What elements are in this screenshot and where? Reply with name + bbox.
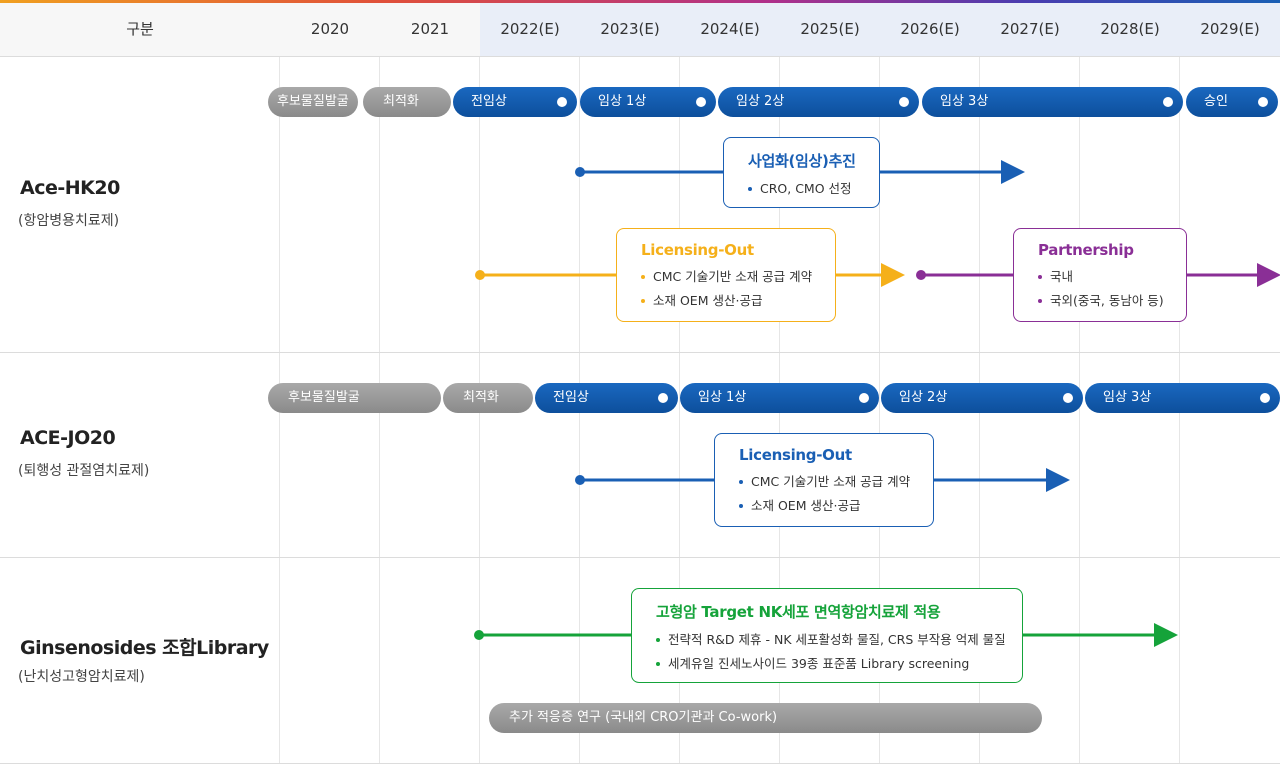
bullet-icon [739, 480, 743, 484]
card-item: 국외(중국, 동남아 등) [1038, 289, 1186, 313]
year-2020: 2020 [310, 20, 350, 38]
phase-label: 임상 1상 [598, 94, 647, 109]
card-item: CMC 기술기반 소재 공급 계약 [641, 265, 835, 289]
milestone-dot-icon [1063, 393, 1073, 403]
phase-label: 임상 3상 [940, 94, 989, 109]
milestone-dot-icon [1260, 393, 1270, 403]
phase-label: 승인 [1204, 94, 1228, 109]
milestone-card: Partnership 국내 국외(중국, 동남아 등) [1013, 228, 1187, 322]
row-subtitle: (항암병용치료제) [18, 213, 120, 229]
row-divider [0, 352, 1280, 353]
grid-line [879, 57, 880, 764]
phase-pill: 임상 1상 [680, 383, 879, 413]
grid-line [679, 57, 680, 764]
phase-pill: 임상 1상 [580, 87, 716, 117]
milestone-dot-icon [658, 393, 668, 403]
row-title: Ace-HK20 [20, 177, 120, 199]
bullet-icon [1038, 299, 1042, 303]
card-item: CMC 기술기반 소재 공급 계약 [739, 470, 933, 494]
phase-label: 임상 3상 [1103, 390, 1152, 405]
year-2024: 2024(E) [700, 20, 760, 38]
milestone-dot-icon [557, 97, 567, 107]
year-2025: 2025(E) [800, 20, 860, 38]
phase-label: 임상 1상 [698, 390, 747, 405]
phase-pill: 임상 2상 [881, 383, 1083, 413]
year-2026: 2026(E) [900, 20, 960, 38]
card-item-text: 소재 OEM 생산·공급 [751, 498, 861, 513]
card-item-text: CMC 기술기반 소재 공급 계약 [751, 474, 911, 489]
bullet-icon [656, 638, 660, 642]
phase-label: 임상 2상 [736, 94, 785, 109]
card-item: 세계유일 진세노사이드 39종 표준품 Library screening [656, 652, 1022, 676]
phase-pill: 전임상 [453, 87, 577, 117]
card-item-text: CRO, CMO 선정 [760, 181, 852, 196]
card-item-text: 소재 OEM 생산·공급 [653, 293, 763, 308]
card-title: 고형암 Target NK세포 면역항암치료제 적용 [656, 603, 941, 621]
year-2022: 2022(E) [500, 20, 560, 38]
card-title: Partnership [1038, 241, 1134, 259]
card-item: 소재 OEM 생산·공급 [641, 289, 835, 313]
top-accent-line [0, 0, 1280, 3]
card-title: Licensing-Out [641, 241, 754, 259]
milestone-dot-icon [859, 393, 869, 403]
grid-line [1079, 57, 1080, 764]
milestone-dot-icon [1163, 97, 1173, 107]
card-item-text: 국외(중국, 동남아 등) [1050, 293, 1164, 308]
row-subtitle: (퇴행성 관절염치료제) [18, 463, 150, 479]
phase-pill: 임상 2상 [718, 87, 919, 117]
additional-research-bar: 추가 적응증 연구 (국내외 CRO기관과 Co-work) [489, 703, 1042, 733]
phase-label: 임상 2상 [899, 390, 948, 405]
year-2029: 2029(E) [1200, 20, 1260, 38]
bullet-icon [748, 187, 752, 191]
milestone-dot-icon [1258, 97, 1268, 107]
header-label: 구분 [126, 20, 154, 38]
phase-pill: 임상 3상 [922, 87, 1183, 117]
phase-pill: 임상 3상 [1085, 383, 1280, 413]
year-2028: 2028(E) [1100, 20, 1160, 38]
card-item: 국내 [1038, 265, 1186, 289]
phase-label: 전임상 [553, 390, 589, 405]
row-title: ACE-JO20 [20, 427, 116, 449]
phase-pill: 후보물질발굴 [268, 87, 358, 117]
milestone-card: 고형암 Target NK세포 면역항암치료제 적용 전략적 R&D 제휴 - … [631, 588, 1023, 683]
milestone-dot-icon [899, 97, 909, 107]
card-item: 소재 OEM 생산·공급 [739, 494, 933, 518]
card-item-text: 국내 [1050, 269, 1074, 284]
phase-pill: 후보물질발굴 [268, 383, 441, 413]
row-subtitle: (난치성고형암치료제) [18, 669, 145, 685]
phase-pill: 전임상 [535, 383, 678, 413]
year-2023: 2023(E) [600, 20, 660, 38]
phase-pill: 승인 [1186, 87, 1278, 117]
bullet-icon [641, 299, 645, 303]
card-item-text: 전략적 R&D 제휴 - NK 세포활성화 물질, CRS 부작용 억제 물질 [668, 632, 1006, 647]
milestone-dot-icon [696, 97, 706, 107]
year-2027: 2027(E) [1000, 20, 1060, 38]
phase-label: 전임상 [471, 94, 507, 109]
milestone-card: 사업화(임상)추진 CRO, CMO 선정 [723, 137, 880, 208]
card-title: 사업화(임상)추진 [748, 152, 856, 170]
card-item-text: CMC 기술기반 소재 공급 계약 [653, 269, 813, 284]
forecast-period-highlight [480, 3, 1280, 56]
bullet-icon [739, 504, 743, 508]
row-divider [0, 557, 1280, 558]
timeline-header: 구분 2020 2021 2022(E) 2023(E) 2024(E) 202… [0, 3, 1280, 57]
phase-pill: 최적화 [363, 87, 451, 117]
year-2021: 2021 [410, 20, 450, 38]
milestone-card: Licensing-Out CMC 기술기반 소재 공급 계약 소재 OEM 생… [616, 228, 836, 322]
card-item: 전략적 R&D 제휴 - NK 세포활성화 물질, CRS 부작용 억제 물질 [656, 628, 1022, 652]
card-title: Licensing-Out [739, 446, 852, 464]
bullet-icon [641, 275, 645, 279]
phase-pill: 최적화 [443, 383, 533, 413]
bullet-icon [1038, 275, 1042, 279]
card-item: CRO, CMO 선정 [748, 177, 879, 201]
bullet-icon [656, 662, 660, 666]
card-item-text: 세계유일 진세노사이드 39종 표준품 Library screening [668, 656, 970, 671]
row-title: Ginsenosides 조합Library [20, 637, 269, 659]
milestone-card: Licensing-Out CMC 기술기반 소재 공급 계약 소재 OEM 생… [714, 433, 934, 527]
